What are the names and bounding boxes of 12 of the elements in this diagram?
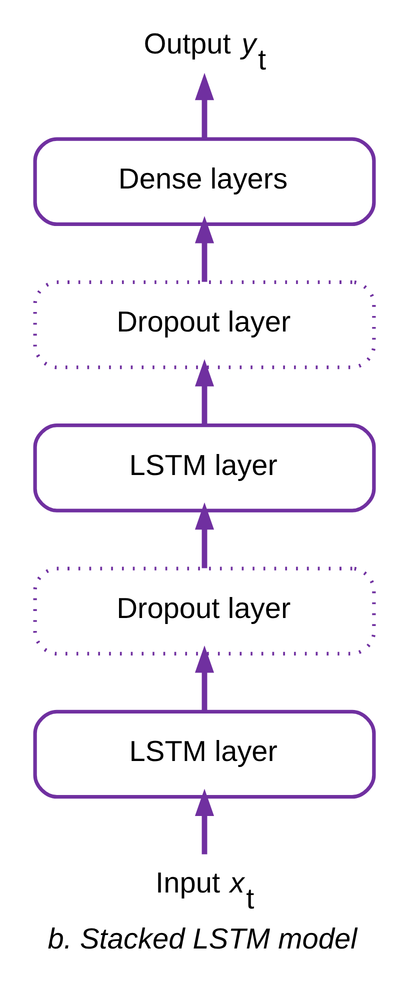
node-box: Dropout layer — [32, 280, 376, 370]
arrow — [194, 216, 214, 282]
node-box: LSTM layer — [32, 710, 376, 799]
arrow — [194, 72, 214, 139]
arrow — [194, 502, 214, 568]
arrow — [194, 359, 214, 425]
node-box: Dropout layer — [32, 566, 376, 656]
node-box: Dense layers — [32, 137, 376, 226]
node-box: LSTM layer — [32, 424, 376, 512]
arrow — [194, 788, 214, 854]
caption: b. Stacked LSTM model — [47, 924, 357, 956]
arrow — [194, 646, 214, 712]
